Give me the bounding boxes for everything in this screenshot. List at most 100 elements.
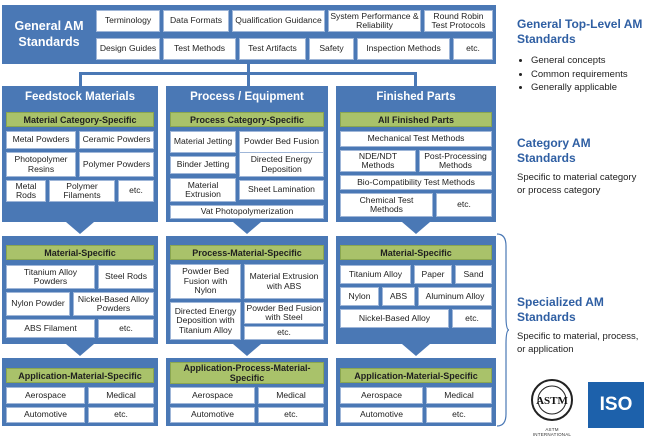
specific-item: Nylon Powder: [6, 292, 70, 316]
bullet-item: Generally applicable: [531, 81, 650, 95]
general-item: Test Artifacts: [239, 38, 306, 60]
specific-item: Aluminum Alloy: [418, 287, 492, 306]
astm-logo: ASTM ASTM INTERNATIONAL: [528, 378, 576, 437]
general-item: Safety: [309, 38, 354, 60]
specific-item: Nickel-Based Alloy Powders: [73, 292, 154, 316]
astm-logo-text: ASTM: [536, 395, 568, 407]
general-item: Test Methods: [163, 38, 236, 60]
application-title: Application-Material-Specific: [340, 368, 492, 383]
general-standards-title: General AM Standards: [14, 19, 84, 49]
down-arrow-icon: [402, 344, 430, 356]
category-item: etc.: [436, 193, 492, 217]
specific-item: etc.: [98, 319, 154, 338]
specific-item: etc.: [244, 326, 324, 340]
general-item: Round Robin Test Protocols: [424, 10, 493, 32]
specific-item: Nickel-Based Alloy: [340, 309, 449, 328]
column-header: Process / Equipment: [190, 91, 304, 103]
general-item: Terminology: [96, 10, 160, 32]
specific-item: Directed Energy Deposition with Titanium…: [170, 302, 241, 340]
application-item: Aerospace: [170, 387, 255, 404]
category-title: Process Category-Specific: [170, 112, 324, 127]
application-item: Medical: [88, 387, 154, 404]
category-item: NDE/NDT Methods: [340, 150, 416, 172]
category-item: Mechanical Test Methods: [340, 131, 492, 147]
category-item: Powder Bed Fusion: [239, 131, 324, 153]
application-item: etc.: [88, 407, 154, 423]
specific-item: Powder Bed Fusion with Nylon: [170, 264, 241, 299]
category-item: Polymer Filaments: [49, 180, 115, 202]
general-item: Qualification Guidance: [232, 10, 325, 32]
bullet-item: General concepts: [531, 54, 650, 68]
iso-logo: ISO: [588, 382, 644, 428]
category-title: Material Category-Specific: [6, 112, 154, 127]
application-item: Automotive: [340, 407, 423, 423]
category-item: Photopolymer Resins: [6, 152, 76, 177]
general-item: Data Formats: [163, 10, 229, 32]
specific-item: etc.: [452, 309, 492, 328]
bullet-item: Common requirements: [531, 68, 650, 82]
application-item: Medical: [258, 387, 324, 404]
category-item: Metal Rods: [6, 180, 46, 202]
specific-item: Powder Bed Fusion with Steel: [244, 302, 324, 324]
specific-item: ABS: [382, 287, 415, 306]
application-item: Aerospace: [340, 387, 423, 404]
specific-item: Material Extrusion with ABS: [244, 264, 324, 299]
specific-title: Material-Specific: [6, 245, 154, 260]
specific-item: Nylon: [340, 287, 379, 306]
bracket-icon: [496, 233, 510, 427]
specific-item: ABS Filament: [6, 319, 95, 338]
iso-logo-text: ISO: [599, 394, 633, 415]
specific-item: Paper: [414, 265, 452, 284]
column-header: Feedstock Materials: [25, 91, 135, 103]
category-item: Sheet Lamination: [239, 180, 324, 200]
category-item: Chemical Test Methods: [340, 193, 433, 217]
category-item: Metal Powders: [6, 131, 76, 149]
top-level-title: General Top-Level AM Standards: [517, 17, 643, 46]
down-arrow-icon: [402, 222, 430, 234]
application-title: Application-Process-Material-Specific: [170, 362, 324, 384]
down-arrow-icon: [233, 222, 261, 234]
specific-item: Sand: [455, 265, 492, 284]
connector-line: [79, 72, 82, 86]
down-arrow-icon: [66, 222, 94, 234]
specific-item: Titanium Alloy: [340, 265, 411, 284]
category-item: etc.: [118, 180, 154, 202]
category-standards-title: Category AM Standards: [517, 136, 591, 165]
specific-title: Material-Specific: [340, 245, 492, 260]
general-item: etc.: [453, 38, 493, 60]
application-title: Application-Material-Specific: [6, 368, 154, 383]
category-item: Ceramic Powders: [79, 131, 154, 149]
application-item: Automotive: [6, 407, 85, 423]
application-item: Automotive: [170, 407, 255, 423]
down-arrow-icon: [66, 344, 94, 356]
down-arrow-icon: [233, 344, 261, 356]
astm-seal-icon: ASTM: [531, 379, 573, 421]
column-header: Finished Parts: [376, 91, 456, 103]
specific-item: Titanium Alloy Powders: [6, 265, 95, 289]
specialized-standards-title: Specialized AM Standards: [517, 295, 604, 324]
connector-line: [247, 64, 250, 74]
application-item: Aerospace: [6, 387, 85, 404]
connector-line: [414, 72, 417, 86]
category-item: Post-Processing Methods: [419, 150, 492, 172]
top-level-bullets: General concepts Common requirements Gen…: [517, 54, 650, 95]
general-item: Design Guides: [96, 38, 160, 60]
category-item: Binder Jetting: [170, 156, 236, 174]
category-item: Directed Energy Deposition: [239, 152, 324, 177]
application-item: etc.: [258, 407, 324, 423]
application-item: Medical: [426, 387, 492, 404]
category-title: All Finished Parts: [340, 112, 492, 127]
category-item: Bio-Compatibility Test Methods: [340, 175, 492, 190]
category-item: Vat Photopolymerization: [170, 205, 324, 219]
astm-caption: ASTM INTERNATIONAL: [532, 427, 572, 437]
category-item: Polymer Powders: [79, 152, 154, 177]
category-item: Material Jetting: [170, 131, 236, 153]
specific-item: Steel Rods: [98, 265, 154, 289]
general-item: Inspection Methods: [357, 38, 450, 60]
specialized-standards-text: Specific to material, process, or applic…: [517, 331, 639, 355]
application-item: etc.: [426, 407, 492, 423]
category-item: Material Extrusion: [170, 178, 236, 202]
specific-title: Process-Material-Specific: [170, 245, 324, 260]
general-item: System Performance & Reliability: [328, 10, 421, 32]
connector-line: [247, 72, 250, 86]
